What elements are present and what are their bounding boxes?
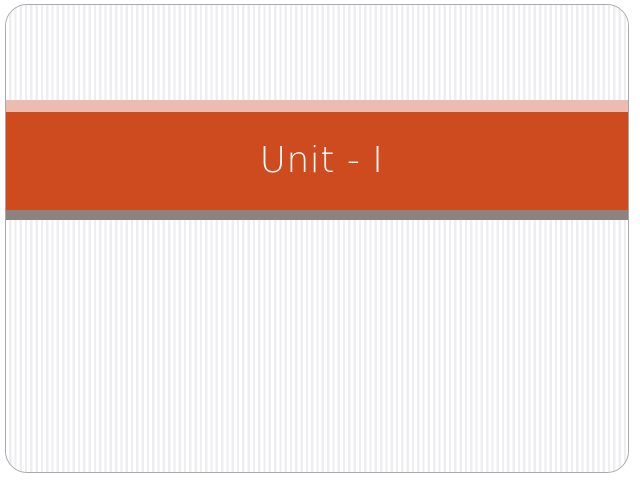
title-banner: Unit - I [6,100,628,220]
slide-page-frame: Unit - I [5,4,629,473]
banner-accent-top-stripe [6,100,628,112]
banner-accent-bottom-stripe [6,210,628,220]
banner-main-band [6,112,628,210]
slide-title: Unit - I [259,140,384,181]
slide-body-content [6,220,628,472]
pinstripe-background [6,5,628,472]
